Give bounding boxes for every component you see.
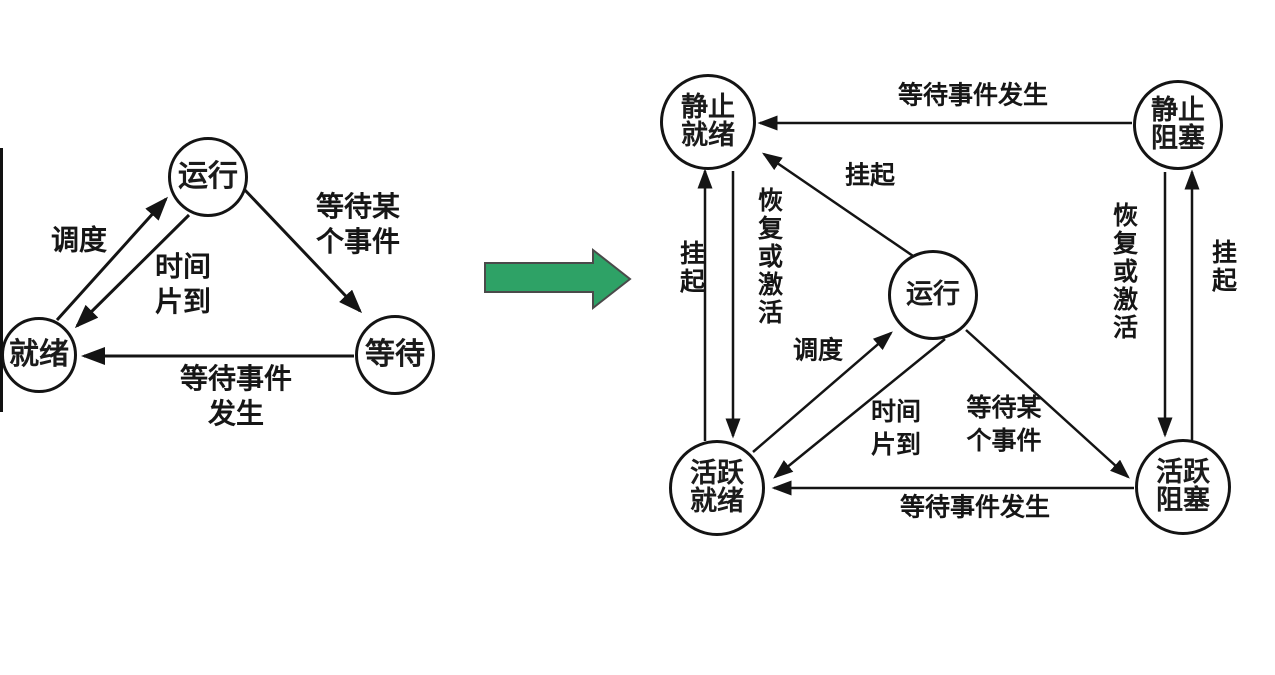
label-schedule-left: 调度 xyxy=(50,224,108,256)
label-suspend-right-pair: 挂起 xyxy=(1208,239,1237,295)
label-wait-event-occurs-left: 等待事件 发生 xyxy=(179,363,293,429)
node-ready-left: 就绪 xyxy=(1,317,77,393)
edge-wait-some-event-left-arrow xyxy=(241,186,363,314)
label-wait-some-event-right: 等待某 个事件 xyxy=(966,394,1042,455)
label-wait-some-event-left: 等待某 个事件 xyxy=(315,191,401,257)
label-wait-event-occurs-top: 等待事件发生 xyxy=(897,81,1049,110)
edge-wait-some-event-right-arrow xyxy=(965,329,1130,479)
label-schedule-right: 调度 xyxy=(792,336,844,365)
label-wait-event-occurs-bottom: 等待事件发生 xyxy=(899,493,1051,522)
screen-edge-artifact xyxy=(0,148,3,412)
label-resume-or-activate-left: 恢复或激活 xyxy=(754,187,783,327)
node-static-ready: 静止 就绪 xyxy=(660,74,756,170)
edge-schedule-right-arrow xyxy=(752,331,893,453)
label-suspend-left-pair: 挂起 xyxy=(676,240,705,296)
node-running-right: 运行 xyxy=(888,250,978,340)
node-running-left: 运行 xyxy=(168,137,248,217)
node-static-blocked: 静止 阻塞 xyxy=(1133,80,1223,170)
edge-suspend-running-arrow xyxy=(761,152,917,260)
label-resume-or-activate-right: 恢复或激活 xyxy=(1109,202,1138,342)
edge-timeslice-right-arrow xyxy=(773,338,946,479)
transform-right-arrow-icon xyxy=(484,247,632,311)
label-timeslice-right: 时间 片到 xyxy=(870,398,922,459)
node-waiting-left: 等待 xyxy=(355,315,435,395)
label-suspend-from-running: 挂起 xyxy=(844,161,896,190)
node-active-blocked: 活跃 阻塞 xyxy=(1135,439,1231,535)
label-timeslice-left: 时间 片到 xyxy=(154,251,212,317)
edge-schedule-left-arrow xyxy=(55,196,169,322)
edge-timeslice-left-arrow xyxy=(74,213,191,329)
node-active-ready: 活跃 就绪 xyxy=(669,440,765,536)
